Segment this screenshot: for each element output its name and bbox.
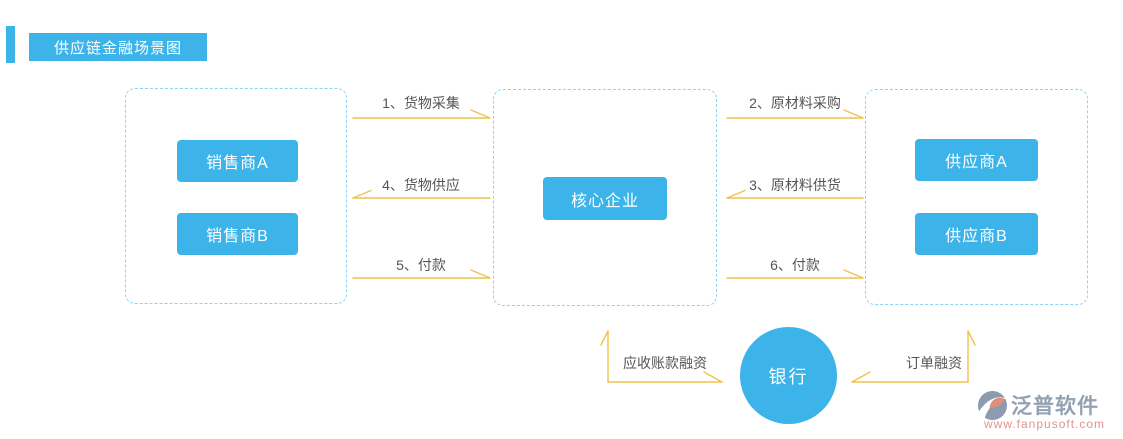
flow-label-goods-supply: 4、货物供应	[382, 177, 460, 193]
flow-label-raw-material-delivery: 3、原材料供货	[749, 177, 841, 193]
logo-url: www.fanpusoft.com	[984, 417, 1106, 431]
suppliers-group-box	[865, 89, 1088, 305]
flow-label-raw-material-purchase: 2、原材料采购	[749, 95, 841, 111]
flow-label-goods-collection: 1、货物采集	[382, 95, 460, 111]
sellers-group-box	[125, 88, 347, 304]
page-title: 供应链金融场景图	[29, 33, 207, 61]
node-core-enterprise[interactable]: 核心企业	[543, 177, 667, 220]
label-receivable-financing: 应收账款融资	[623, 355, 707, 371]
flow-label-payment-right: 6、付款	[770, 257, 820, 273]
fanpu-logo-icon	[977, 390, 1008, 421]
node-seller-b[interactable]: 销售商B	[177, 213, 298, 255]
title-accent-bar	[6, 26, 15, 63]
logo-name: 泛普软件	[1011, 395, 1099, 418]
node-supplier-b[interactable]: 供应商B	[915, 213, 1038, 255]
logo[interactable]: 泛普软件 www.fanpusoft.com	[975, 388, 1115, 434]
node-bank[interactable]: 银行	[740, 327, 837, 424]
node-supplier-a[interactable]: 供应商A	[915, 139, 1038, 181]
node-seller-a[interactable]: 销售商A	[177, 140, 298, 182]
label-order-financing: 订单融资	[906, 355, 962, 371]
flow-label-payment-left: 5、付款	[396, 257, 446, 273]
